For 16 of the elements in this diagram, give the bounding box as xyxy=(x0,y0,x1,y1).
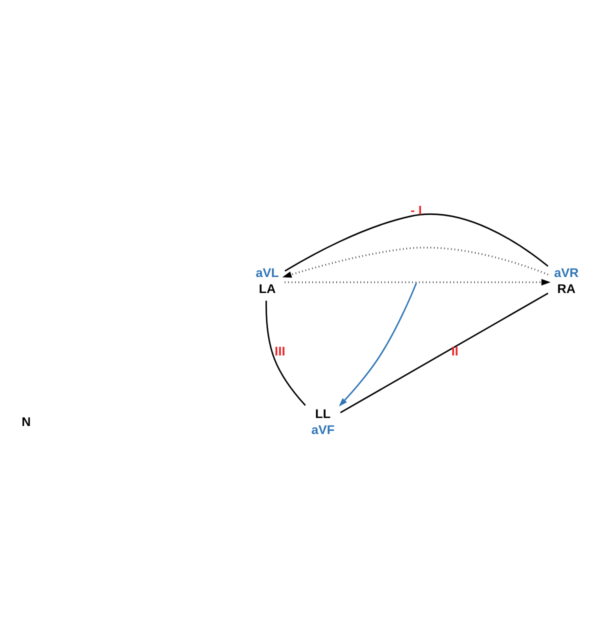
node-text: LA xyxy=(258,282,276,296)
arrow xyxy=(284,279,551,286)
connector xyxy=(266,300,306,406)
node-label: aVF xyxy=(311,423,335,438)
connector xyxy=(284,214,548,272)
arrow xyxy=(282,246,548,278)
edge-label: III xyxy=(274,344,286,358)
node-text: RA xyxy=(557,282,576,296)
node-label: aVL xyxy=(256,266,279,280)
label: N xyxy=(22,414,31,429)
connector xyxy=(340,292,548,414)
edge-label: II xyxy=(451,344,458,358)
edge-label: - I xyxy=(410,203,422,218)
arrow xyxy=(338,282,418,407)
node-label: aVR xyxy=(554,266,579,280)
node-text: LL xyxy=(315,406,331,421)
